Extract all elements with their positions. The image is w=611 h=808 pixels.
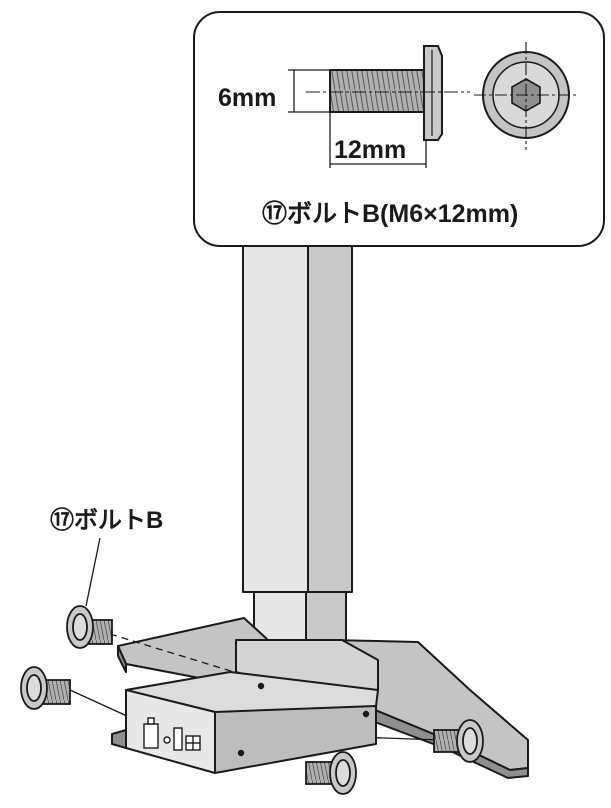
bolt-callout-label: ⑰ボルトB [50,506,163,534]
bolt-callout: ⑰ボルトB [50,506,163,607]
detail-panel: 6mm 12mm ⑰ボルトB(M6×12mm) [193,11,605,247]
control-box-ports [143,682,370,757]
dimension-diameter [288,69,330,113]
dimension-length [329,112,427,168]
dimension-length-label: 12mm [334,136,406,164]
bolt-b-3 [305,751,357,795]
detail-bolt-end-view [474,42,578,150]
control-box [111,671,379,774]
dimension-diameter-label: 6mm [218,84,276,112]
bolt-b-1 [66,605,113,649]
detail-bolt-side-view [329,45,443,141]
detail-caption: ⑰ボルトB(M6×12mm) [262,199,518,228]
bolt-b-2 [20,666,71,710]
bolt-b-4 [433,719,484,763]
pole [242,239,353,681]
